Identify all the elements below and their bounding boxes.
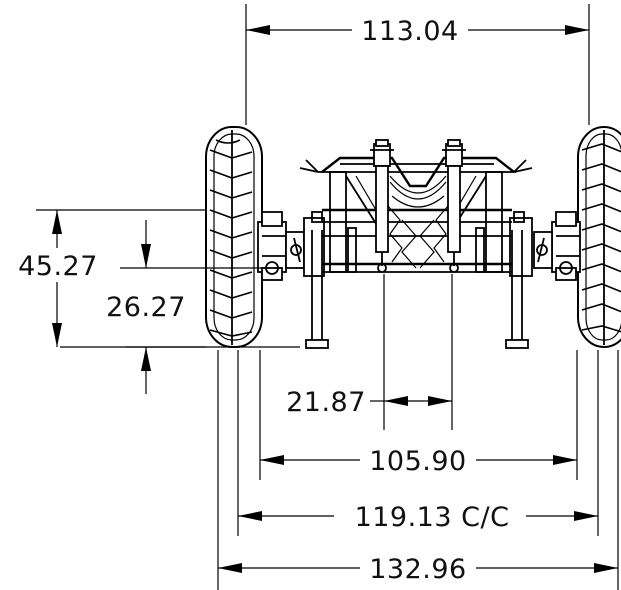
dim-text-119-13: 119.13 C/C	[355, 502, 510, 533]
dimension-lines: 113.04 45.27 26.27 21.87	[18, 4, 619, 590]
dim-26-27: 26.27	[106, 220, 186, 394]
dim-text-21-87: 21.87	[286, 387, 366, 418]
dim-119-13: 119.13 C/C	[238, 502, 598, 533]
central-frame	[299, 156, 533, 273]
dim-21-87: 21.87	[286, 387, 452, 418]
chains	[387, 175, 449, 269]
extension-lines	[36, 4, 619, 590]
machine-front-view	[60, 126, 621, 349]
dim-105-90: 105.90	[260, 446, 577, 477]
right-hub-assembly	[509, 211, 581, 281]
dim-text-113-04: 113.04	[361, 16, 458, 47]
dim-text-26-27: 26.27	[106, 292, 186, 323]
dim-text-45-27: 45.27	[18, 251, 98, 282]
right-stand-leg	[505, 230, 529, 349]
dim-text-132-96: 132.96	[369, 554, 466, 585]
left-stand-leg	[305, 230, 329, 349]
left-hub-assembly	[257, 211, 325, 281]
dim-text-105-90: 105.90	[369, 446, 466, 477]
dim-45-27: 45.27	[18, 210, 98, 347]
top-tabs	[375, 139, 461, 147]
dim-113-04: 113.04	[246, 16, 589, 47]
left-cylinder	[370, 143, 394, 273]
dim-132-96: 132.96	[218, 554, 618, 585]
right-wheel	[577, 126, 621, 348]
left-wheel	[205, 126, 263, 348]
